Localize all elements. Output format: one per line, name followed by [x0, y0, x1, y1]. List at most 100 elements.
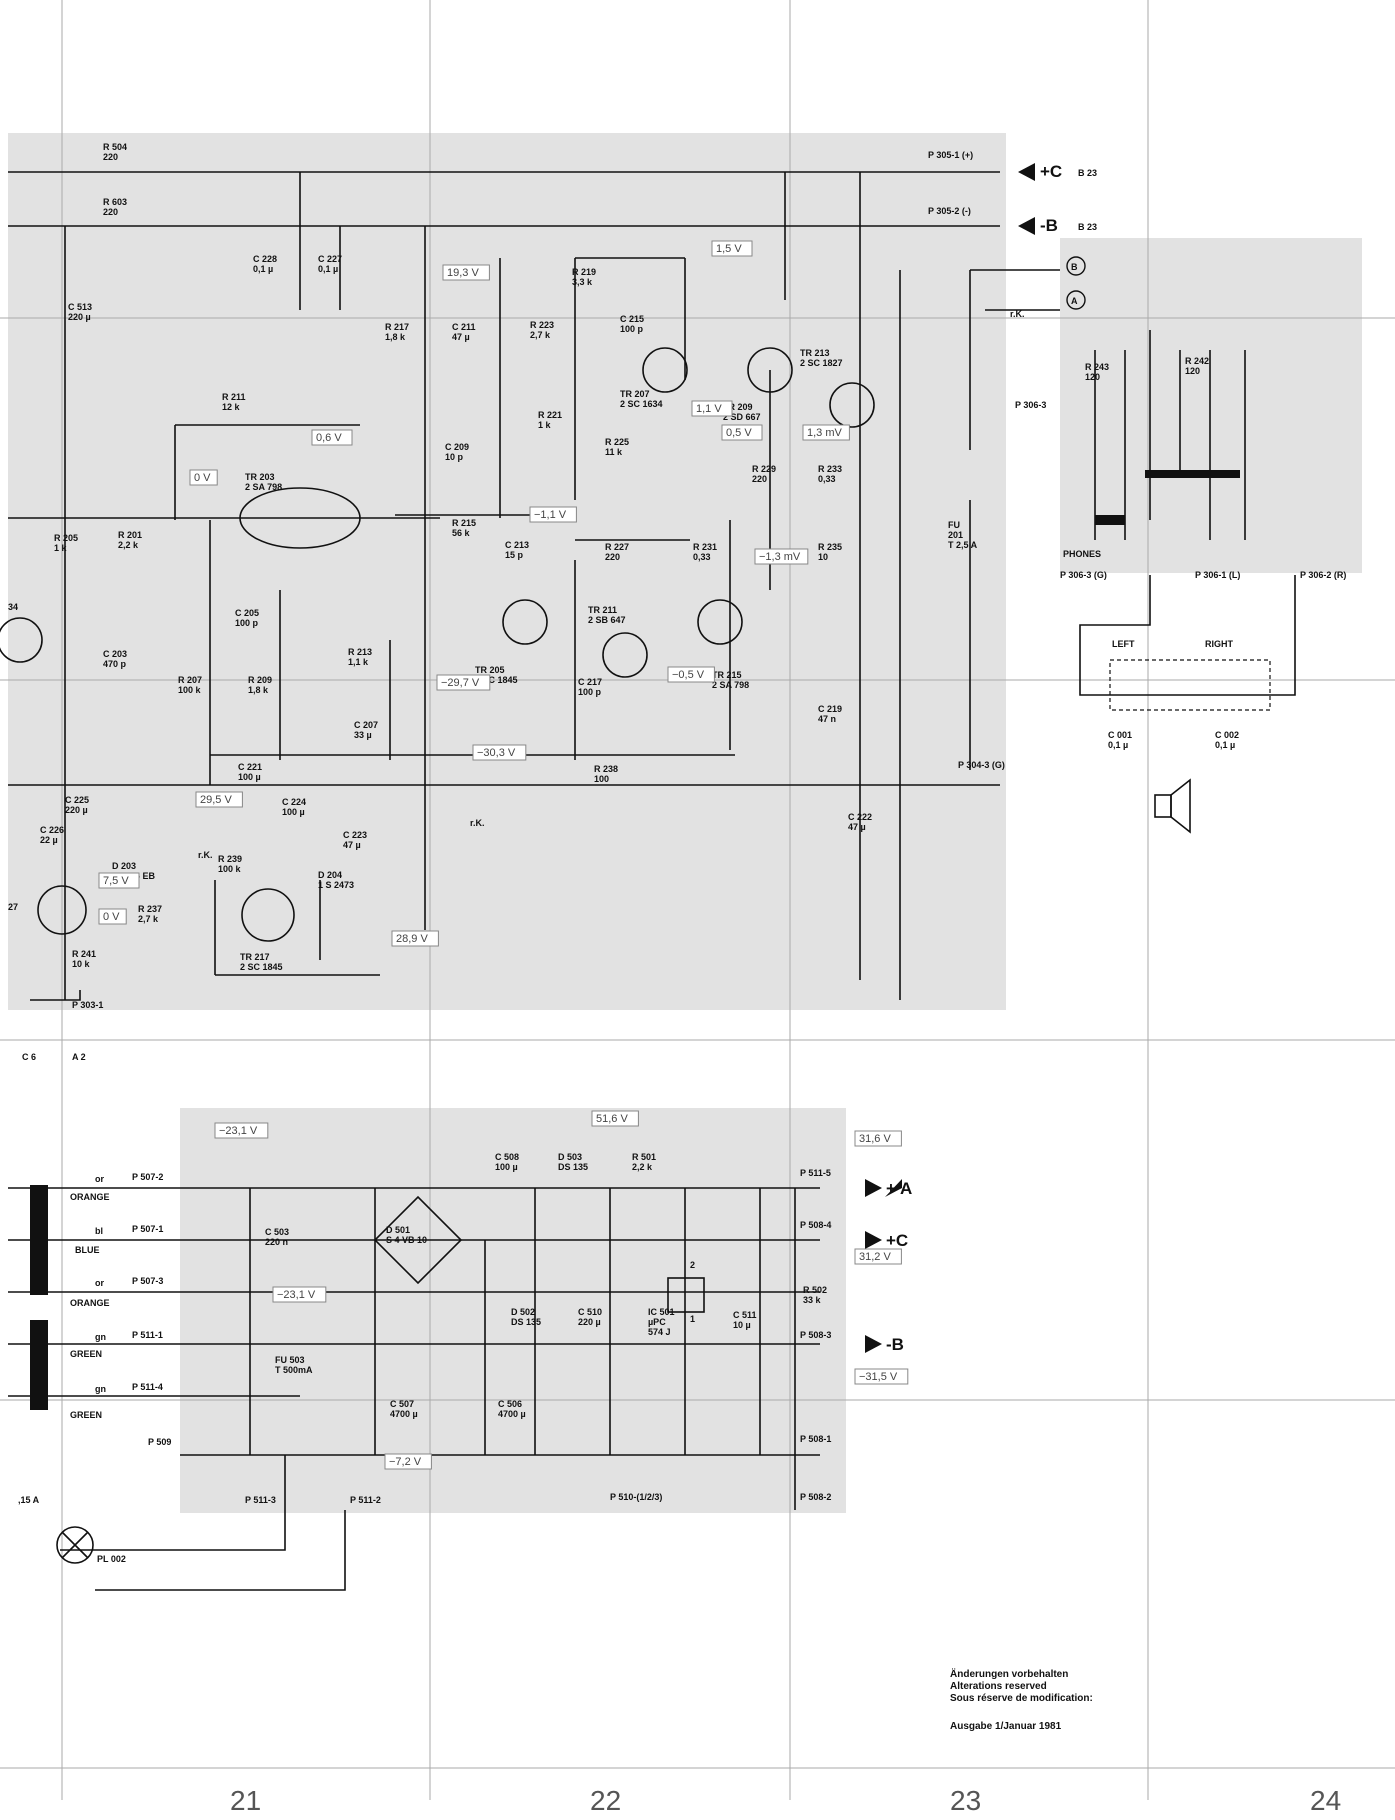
voltage-box: 0,5 V: [721, 424, 763, 441]
svg-text:Sous réserve de modification:: Sous réserve de modification:: [950, 1693, 1093, 1704]
amplifier-board-area: [8, 133, 1006, 1010]
svg-text:gn: gn: [95, 1332, 106, 1342]
terminal-label: +C: [886, 1231, 908, 1250]
component-label-right: RIGHT: [1205, 639, 1234, 649]
svg-text:0 V: 0 V: [194, 472, 211, 484]
svg-text:GREEN: GREEN: [70, 1410, 102, 1420]
svg-text:P 511-2: P 511-2: [350, 1495, 381, 1505]
svg-text:or: or: [95, 1174, 104, 1184]
svg-text:2: 2: [690, 1260, 695, 1270]
svg-text:−23,1 V: −23,1 V: [277, 1289, 316, 1301]
svg-text:P 511-4: P 511-4: [132, 1382, 163, 1392]
svg-text:0 V: 0 V: [103, 911, 120, 923]
svg-text:1: 1: [690, 1314, 695, 1324]
svg-text:1,1 V: 1,1 V: [696, 403, 722, 415]
voltage-box: 19,3 V: [442, 264, 490, 281]
svg-text:−30,3 V: −30,3 V: [477, 747, 516, 759]
voltage-box: 1,3 mV: [802, 424, 850, 441]
voltage-box: 31,6 V: [854, 1130, 902, 1147]
svg-text:ORANGE: ORANGE: [70, 1298, 110, 1308]
svg-text:A 2: A 2: [72, 1052, 86, 1062]
svg-text:19,3 V: 19,3 V: [447, 267, 479, 279]
voltage-box: 1,1 V: [691, 400, 733, 417]
column-number: 22: [590, 1785, 621, 1816]
svg-text:1,3 mV: 1,3 mV: [807, 427, 843, 439]
svg-text:r.K.: r.K.: [470, 818, 485, 828]
revision-note: Änderungen vorbehalten Alterations reser…: [950, 1667, 1093, 1732]
voltage-box: −29,7 V: [436, 674, 491, 691]
svg-text:P 305-2 (-): P 305-2 (-): [928, 206, 971, 216]
svg-text:Änderungen vorbehalten: Änderungen vorbehalten: [950, 1667, 1068, 1680]
terminal-label: +C: [1040, 162, 1062, 181]
svg-text:1,5 V: 1,5 V: [716, 243, 742, 255]
svg-text:A: A: [1071, 296, 1078, 306]
voltage-box: 1,5 V: [711, 240, 753, 257]
svg-text:r.K.: r.K.: [198, 850, 213, 860]
svg-text:P 304-3 (G): P 304-3 (G): [958, 760, 1005, 770]
voltage-box: −7,2 V: [384, 1453, 432, 1470]
terminal-arrows: [865, 163, 1035, 1353]
voltage-box: 0 V: [189, 469, 218, 486]
terminal-ref: B 23: [1078, 222, 1097, 232]
svg-text:P 508-2: P 508-2: [800, 1492, 831, 1502]
voltage-box: −23,1 V: [214, 1122, 269, 1139]
svg-text:P 306-1 (L): P 306-1 (L): [1195, 570, 1240, 580]
terminal-label: + A: [886, 1179, 912, 1198]
column-number: 24: [1310, 1785, 1341, 1816]
svg-text:GREEN: GREEN: [70, 1349, 102, 1359]
svg-text:28,9 V: 28,9 V: [396, 933, 428, 945]
svg-text:7,5 V: 7,5 V: [103, 875, 129, 887]
voltage-box: 7,5 V: [98, 872, 140, 889]
component-label-phones: PHONES: [1063, 549, 1101, 559]
svg-text:Ausgabe 1/Januar 1981: Ausgabe 1/Januar 1981: [950, 1721, 1062, 1732]
voltage-box: −23,1 V: [272, 1286, 327, 1303]
component-label-pl002: PL 002: [97, 1554, 126, 1564]
svg-text:−7,2 V: −7,2 V: [389, 1456, 422, 1468]
svg-text:−29,7 V: −29,7 V: [441, 677, 480, 689]
component-label-fuse-left: ,15 A: [18, 1495, 40, 1505]
svg-text:−1,3 mV: −1,3 mV: [759, 551, 801, 563]
voltage-box: 0 V: [98, 908, 127, 925]
power-supply-board-area: [180, 1108, 846, 1513]
voltage-box: −1,1 V: [529, 506, 577, 523]
component-label-tr234: 34: [8, 602, 18, 612]
voltage-box: 29,5 V: [195, 791, 243, 808]
